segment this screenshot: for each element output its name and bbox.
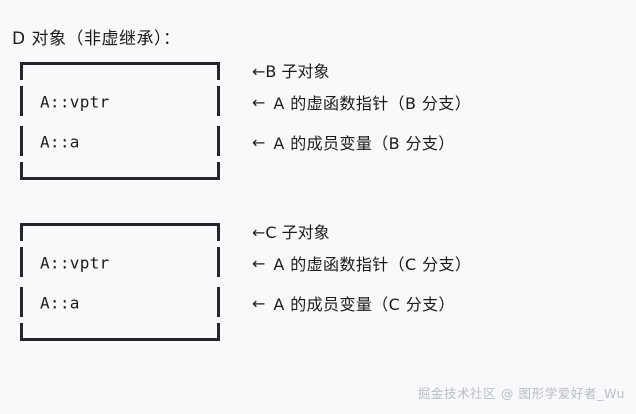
memory-cell: A::a	[20, 283, 220, 323]
cell-left-border	[20, 247, 23, 277]
frame-bottom-border	[20, 323, 220, 341]
cell-right-border	[217, 86, 220, 116]
cell-left-border	[20, 126, 23, 156]
cell-right-border	[217, 247, 220, 277]
subobject-annotation: ← B 子对象	[252, 62, 329, 82]
memory-row: A::vptr ← A 的虚函数指针（C 分支）	[0, 243, 636, 283]
frame-bottom-border	[20, 162, 220, 180]
memory-cell: A::a	[20, 122, 220, 162]
cell-left-border	[20, 86, 23, 116]
left-arrow-icon: ←	[252, 293, 266, 313]
frame-top-border	[20, 223, 220, 241]
memory-row-annotation: ← A 的虚函数指针（B 分支）	[252, 90, 471, 114]
memory-cell-label: A::a	[40, 293, 80, 313]
memory-cell-label: A::vptr	[40, 253, 110, 273]
memory-cell: A::vptr	[20, 82, 220, 122]
left-arrow-icon: ←	[252, 253, 266, 273]
cell-right-border	[217, 287, 220, 317]
block-top-cap: ← B 子对象	[0, 62, 636, 82]
block-bottom-cap	[0, 323, 636, 343]
memory-row-annotation: ← A 的成员变量（B 分支）	[252, 130, 455, 154]
left-arrow-icon: ←	[252, 92, 266, 112]
memory-row-annotation: ← A 的成员变量（C 分支）	[252, 291, 455, 315]
frame-top-border	[20, 62, 220, 80]
cell-right-border	[217, 126, 220, 156]
left-arrow-icon: ←	[252, 132, 266, 152]
memory-block-c-subobject: ← C 子对象 A::vptr ← A 的虚函数指针（C 分支） A::a	[0, 223, 636, 343]
memory-row: A::a ← A 的成员变量（C 分支）	[0, 283, 636, 323]
memory-cell-label: A::a	[40, 132, 80, 152]
subobject-annotation-label: B 子对象	[265, 62, 330, 81]
page-title: D 对象（非虚继承）：	[12, 29, 181, 49]
left-arrow-icon: ←	[252, 223, 266, 242]
memory-row-annotation-label: A 的虚函数指针（C 分支）	[273, 255, 472, 274]
subobject-annotation: ← C 子对象	[252, 223, 330, 243]
block-top-cap: ← C 子对象	[0, 223, 636, 243]
block-bottom-cap	[0, 162, 636, 182]
memory-row-annotation-label: A 的成员变量（B 分支）	[273, 134, 455, 153]
memory-row: A::vptr ← A 的虚函数指针（B 分支）	[0, 82, 636, 122]
memory-row-annotation-label: A 的虚函数指针（B 分支）	[273, 94, 472, 113]
cell-left-border	[20, 287, 23, 317]
left-arrow-icon: ←	[252, 62, 266, 81]
watermark: 掘金技术社区 @ 图形学爱好者_Wu	[417, 386, 625, 401]
memory-block-b-subobject: ← B 子对象 A::vptr ← A 的虚函数指针（B 分支） A::a	[0, 62, 636, 182]
memory-row-annotation-label: A 的成员变量（C 分支）	[273, 295, 455, 314]
subobject-annotation-label: C 子对象	[265, 223, 330, 242]
memory-row-annotation: ← A 的虚函数指针（C 分支）	[252, 251, 471, 275]
memory-cell: A::vptr	[20, 243, 220, 283]
memory-cell-label: A::vptr	[40, 92, 110, 112]
memory-row: A::a ← A 的成员变量（B 分支）	[0, 122, 636, 162]
